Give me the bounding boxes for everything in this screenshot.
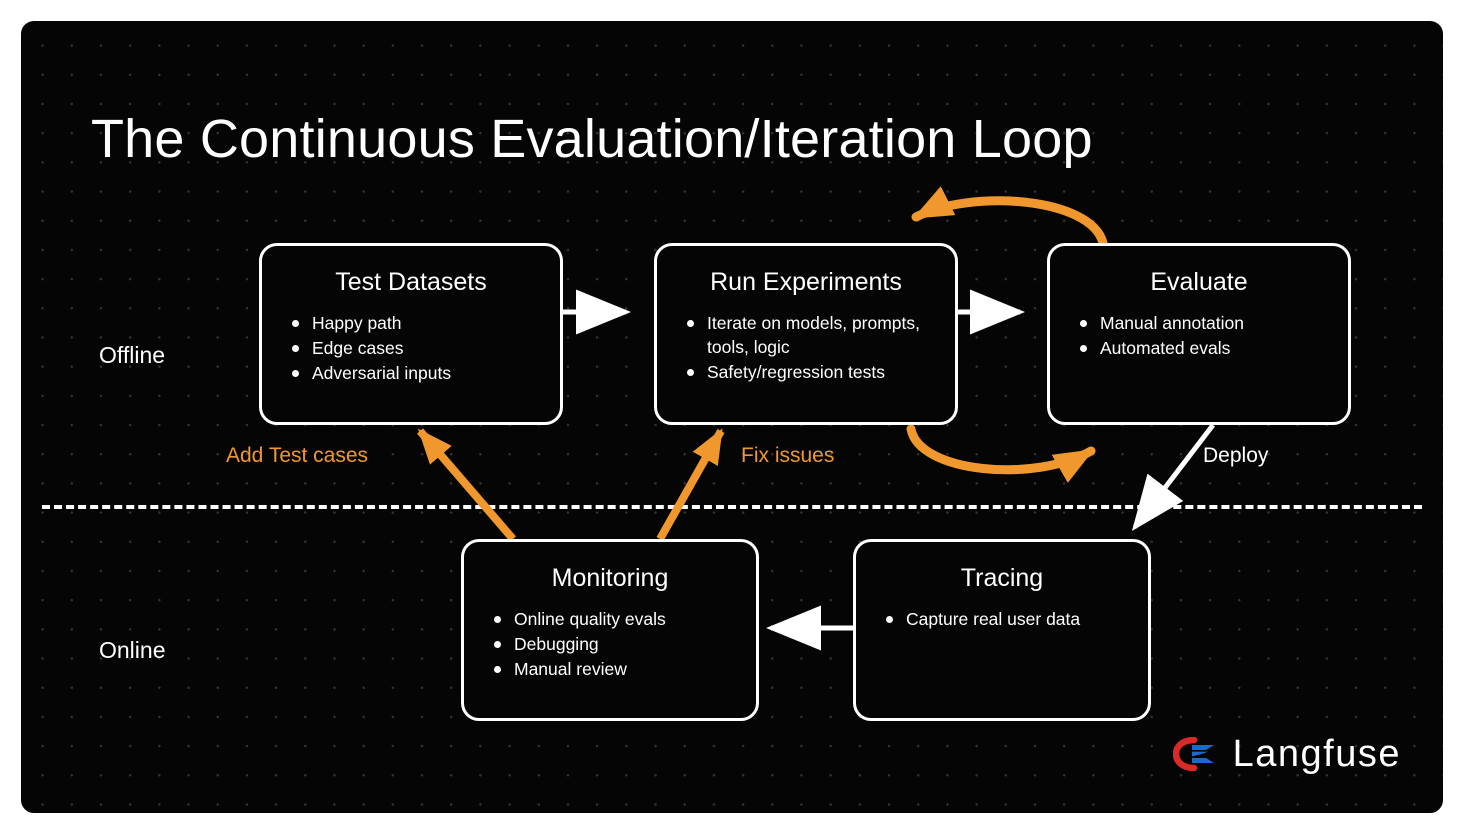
connector-monitoring-to-experiments: [656, 428, 725, 541]
brand-name: Langfuse: [1232, 733, 1401, 775]
connector-experiments-to-evaluate-loop: [906, 424, 1096, 483]
node-bullet-list: Online quality evals Debugging Manual re…: [464, 607, 756, 681]
node-bullet-list: Happy path Edge cases Adversarial inputs: [262, 311, 560, 385]
lane-label-online: Online: [99, 637, 166, 663]
node-title: Test Datasets: [335, 268, 487, 296]
list-item: Online quality evals: [494, 607, 742, 631]
connector-evaluate-to-experiments-loop: [911, 186, 1108, 248]
list-item: Safety/regression tests: [687, 360, 941, 384]
list-item: Adversarial inputs: [292, 361, 546, 385]
node-evaluate[interactable]: Evaluate Manual annotation Automated eva…: [1047, 243, 1351, 425]
node-bullet-list: Capture real user data: [856, 607, 1148, 631]
list-item: Manual review: [494, 657, 742, 681]
edge-label-fix-issues: Fix issues: [741, 444, 835, 467]
langfuse-logo-icon: [1172, 737, 1214, 771]
edge-label-add-test-cases: Add Test cases: [226, 444, 369, 467]
list-item: Capture real user data: [886, 607, 1134, 631]
node-bullet-list: Iterate on models, prompts, tools, logic…: [657, 311, 955, 384]
list-item: Automated evals: [1080, 336, 1334, 360]
lane-label-offline: Offline: [99, 342, 166, 368]
node-title: Tracing: [960, 564, 1044, 592]
node-title: Run Experiments: [710, 268, 902, 296]
edge-label-deploy: Deploy: [1203, 444, 1269, 467]
node-test-datasets[interactable]: Test Datasets Happy path Edge cases Adve…: [259, 243, 563, 425]
node-run-experiments[interactable]: Run Experiments Iterate on models, promp…: [654, 243, 958, 425]
list-item: Iterate on models, prompts, tools, logic: [687, 311, 941, 359]
offline-online-divider: [42, 505, 1422, 509]
list-item: Manual annotation: [1080, 311, 1334, 335]
connector-evaluate-to-tracing: [1131, 423, 1215, 531]
page-title: The Continuous Evaluation/Iteration Loop: [91, 109, 1093, 169]
node-bullet-list: Manual annotation Automated evals: [1050, 311, 1348, 360]
brand-logo: Langfuse: [1172, 733, 1401, 775]
diagram-frame: The Continuous Evaluation/Iteration Loop…: [18, 18, 1446, 816]
node-tracing[interactable]: Tracing Capture real user data: [853, 539, 1151, 721]
list-item: Happy path: [292, 311, 546, 335]
list-item: Debugging: [494, 632, 742, 656]
node-monitoring[interactable]: Monitoring Online quality evals Debuggin…: [461, 539, 759, 721]
list-item: Edge cases: [292, 336, 546, 360]
node-title: Evaluate: [1150, 268, 1248, 296]
connector-monitoring-to-datasets: [416, 428, 517, 542]
node-title: Monitoring: [551, 564, 669, 592]
